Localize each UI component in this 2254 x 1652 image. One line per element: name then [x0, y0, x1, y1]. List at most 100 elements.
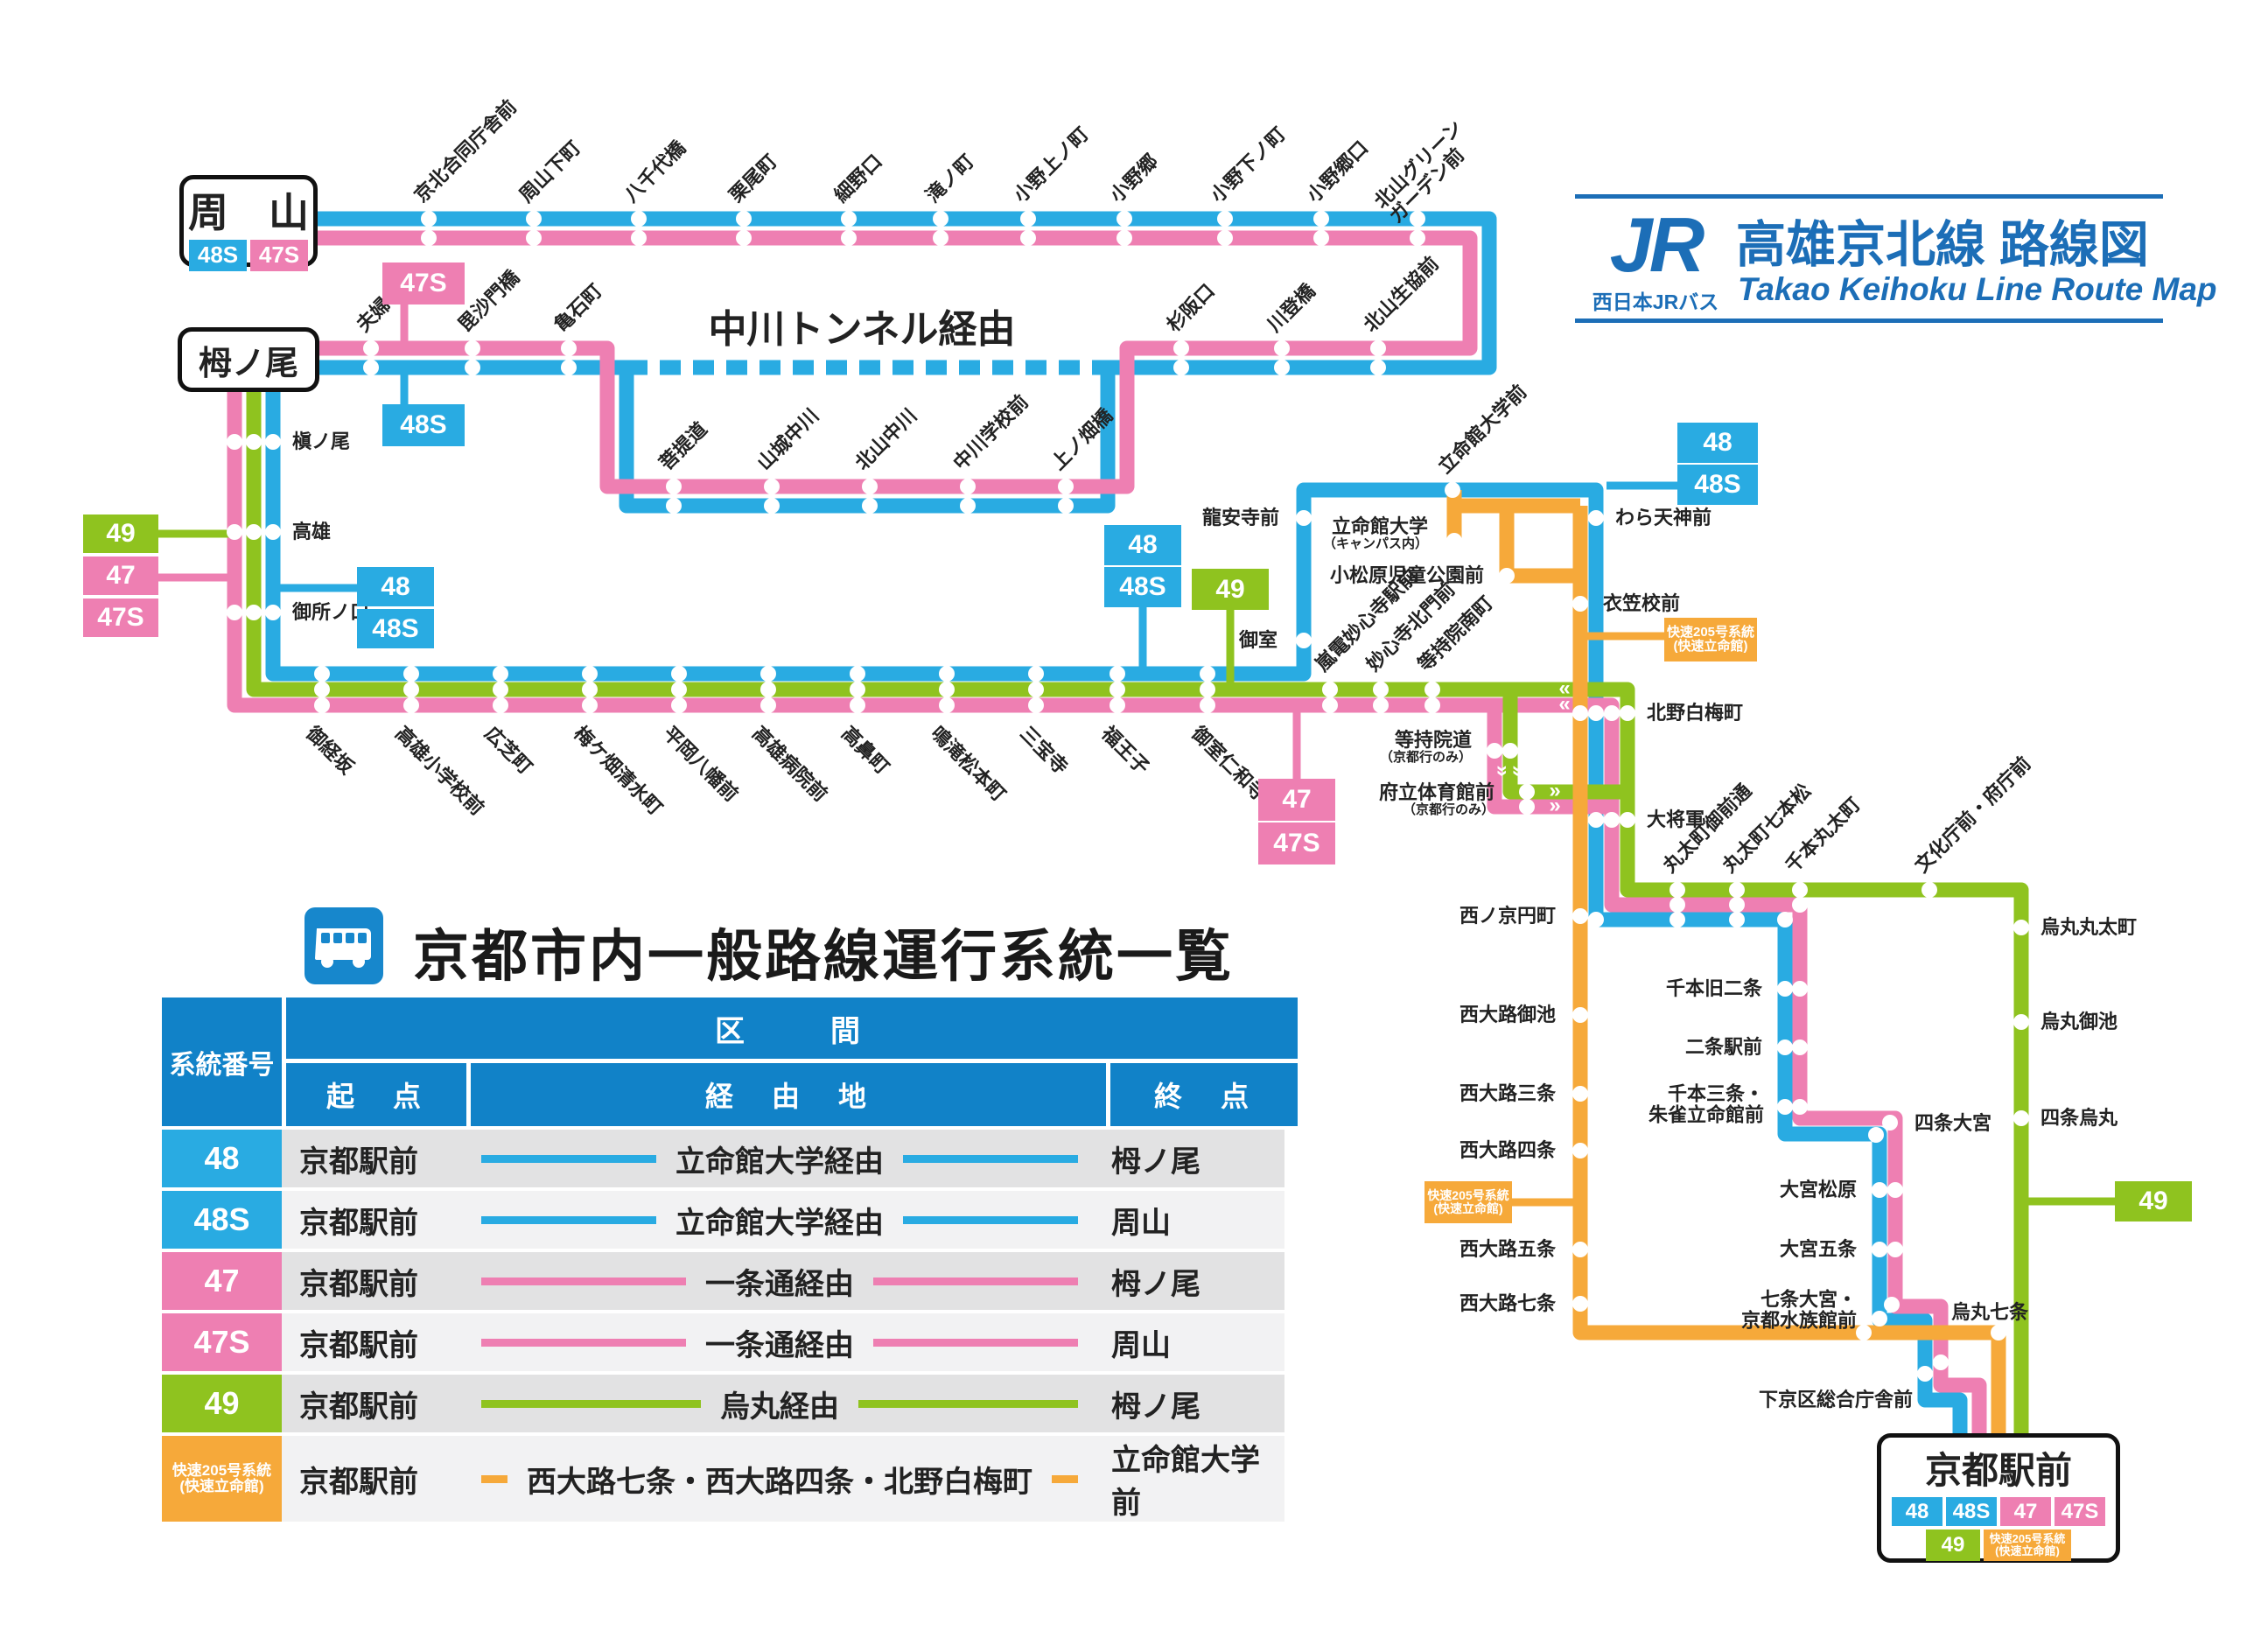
row-via: 西大路七条・西大路四条・北野白梅町 [462, 1436, 1097, 1522]
row-via: 立命館大学経由 [462, 1130, 1097, 1187]
station-dot [246, 605, 262, 620]
row-via: 立命館大学経由 [462, 1191, 1097, 1249]
station-dot [1856, 1325, 1872, 1340]
route-number-badge: 49 [2115, 1181, 2192, 1222]
row-via: 烏丸経由 [462, 1375, 1097, 1432]
station-dot [1410, 230, 1425, 246]
station-dot [1792, 1040, 1808, 1055]
route-line-segment [481, 1154, 656, 1163]
station-label: 七条大宮・京都水族館前 [1740, 1288, 1857, 1331]
jr-company-name: 西日本JRバス [1592, 290, 1719, 313]
station-dot [960, 498, 976, 514]
route-number-badge: 快速205号系統(快速立命館) [1424, 1181, 1512, 1223]
station-dot [526, 211, 542, 227]
route-number-badge: 48S [189, 240, 247, 271]
station-dot [1792, 897, 1808, 913]
station-dot [265, 524, 281, 540]
station-dot [1028, 682, 1044, 697]
row-destination: 栂ノ尾 [1097, 1130, 1284, 1187]
route-number-badge: 48S [1104, 567, 1181, 607]
station-label: 御所ノ口 [292, 601, 370, 624]
route-number-badge: 48 [1892, 1497, 1942, 1526]
route-number-badge: 47S [382, 262, 465, 304]
station-dot [939, 666, 955, 682]
station-dot [1110, 666, 1125, 682]
station-dot [933, 211, 948, 227]
station-dot [1173, 360, 1189, 375]
station-label: 高雄 [292, 521, 332, 543]
station-dot [631, 230, 647, 246]
route-line-segment [903, 1154, 1078, 1163]
row-destination: 栂ノ尾 [1097, 1375, 1284, 1432]
route-rapid205-campus-loop [1454, 498, 1580, 584]
station-dot [1370, 340, 1386, 356]
tunnel-label: 中川トンネル経由 [708, 308, 1016, 351]
route-line-segment [903, 1215, 1078, 1224]
station-dot [1872, 1182, 1887, 1198]
station-dot [671, 682, 687, 697]
direction-chevron: « [1558, 692, 1571, 717]
table-row: 快速205号系統(快速立命館)京都駅前西大路七条・西大路四条・北野白梅町立命館大… [162, 1436, 1298, 1522]
station-dot [1887, 1242, 1903, 1257]
station-dot [1200, 682, 1215, 697]
row-origin: 京都駅前 [282, 1436, 462, 1522]
station-dot [1572, 1086, 1588, 1102]
terminal-label: 周 山 [188, 190, 309, 235]
route-line-segment [873, 1277, 1078, 1285]
station-label: 西大路御池 [1459, 1004, 1556, 1026]
route-number-badge: 快速205号系統(快速立命館) [1664, 618, 1757, 662]
station-dot [850, 697, 865, 713]
station-dot [1777, 912, 1793, 928]
station-dot [403, 682, 419, 697]
station-dot [1777, 1040, 1793, 1055]
station-label: 槇ノ尾 [292, 430, 351, 453]
station-label: 千本三条・朱雀立命館前 [1648, 1082, 1764, 1125]
station-dot [1872, 1311, 1887, 1326]
terminal-label: 京都駅前 [1924, 1450, 2072, 1491]
station-label: 大宮松原 [1779, 1179, 1857, 1201]
station-dot [1670, 912, 1685, 928]
station-dot [933, 230, 948, 246]
station-dot [736, 230, 752, 246]
station-dot [1792, 1099, 1808, 1115]
route-48-valley [319, 360, 1116, 514]
station-label: 西大路三条 [1459, 1082, 1556, 1105]
route-number-badge: 48 [1677, 423, 1758, 463]
station-dot [465, 360, 480, 375]
route-number-badge: 49 [83, 514, 158, 553]
route-line-segment [481, 1215, 656, 1224]
direction-chevron: » [1549, 779, 1561, 803]
station-label: 北野白梅町 [1647, 702, 1744, 724]
station-dot [1917, 1366, 1933, 1382]
station-dot [1217, 230, 1233, 246]
station-dot [314, 666, 330, 682]
terminal-label: 栂ノ尾 [198, 345, 298, 382]
route-number-badge: 48 [357, 567, 434, 606]
station-dot [1519, 784, 1535, 800]
station-dot [1729, 897, 1745, 913]
station-dot [1028, 666, 1044, 682]
station-dot [1572, 596, 1588, 612]
station-dot [246, 434, 262, 450]
route-line-segment [481, 1338, 686, 1347]
station-dot [1882, 1115, 1898, 1130]
station-label: 小松原児童公園前 [1329, 564, 1484, 587]
station-label: 府立体育館前（京都行のみ） [1378, 781, 1494, 817]
station-label: 四条烏丸 [2040, 1107, 2118, 1130]
station-dot [939, 697, 955, 713]
jr-mark: JR [1609, 201, 1705, 288]
station-dot [1792, 981, 1808, 997]
station-dot [760, 682, 776, 697]
route-47-top-loop [318, 230, 1478, 494]
station-label: 千本旧二条 [1665, 977, 1762, 1000]
route-number-badge: 快速205号系統(快速立命館) [1984, 1530, 2071, 1561]
station-dot [1572, 705, 1588, 721]
station-dot [1110, 682, 1125, 697]
station-label: 御室 [1238, 629, 1278, 652]
row-origin: 京都駅前 [282, 1130, 462, 1187]
station-dot [1572, 908, 1588, 924]
direction-chevron: » [1549, 794, 1561, 818]
route-line-segment [873, 1338, 1078, 1347]
